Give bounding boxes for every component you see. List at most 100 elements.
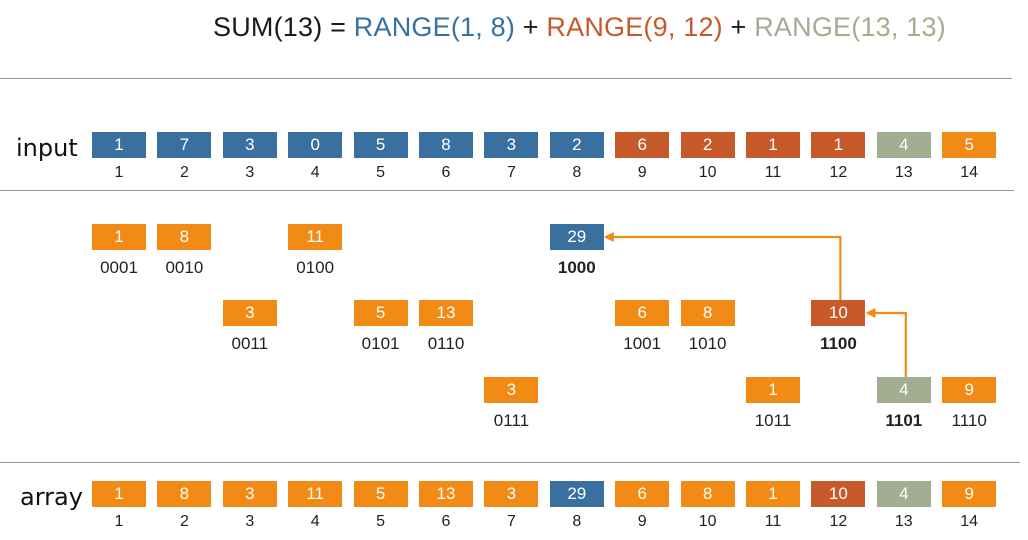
input-index: 11 bbox=[764, 164, 782, 181]
input-index: 5 bbox=[376, 164, 386, 181]
tree-node: 9 bbox=[942, 377, 997, 403]
input-index: 6 bbox=[441, 164, 451, 181]
sum-formula: SUM(13) = RANGE(1, 8) + RANGE(9, 12) + R… bbox=[213, 12, 946, 43]
input-index: 10 bbox=[698, 164, 717, 181]
formula-part: SUM(13) = bbox=[213, 12, 354, 42]
tree-node: 1 bbox=[746, 377, 800, 403]
input-cell: 0 bbox=[288, 132, 343, 158]
top-divider bbox=[0, 78, 1012, 79]
tree-node-binary: 1010 bbox=[688, 334, 727, 353]
array-index: 6 bbox=[441, 513, 451, 530]
tree-node: 3 bbox=[484, 377, 539, 403]
input-cell: 5 bbox=[942, 132, 997, 158]
array-index: 1 bbox=[114, 513, 124, 530]
array-index: 12 bbox=[829, 513, 848, 530]
tree-node: 29 bbox=[549, 224, 604, 250]
array-cell: 8 bbox=[157, 481, 212, 507]
array-cell: 8 bbox=[680, 481, 735, 507]
tree-node: 8 bbox=[157, 224, 212, 250]
array-index: 11 bbox=[764, 513, 782, 530]
tree-node-binary: 0101 bbox=[361, 334, 400, 353]
formula-part: + bbox=[515, 12, 547, 42]
input-cell: 2 bbox=[680, 132, 735, 158]
tree-node-binary: 1000 bbox=[557, 258, 596, 277]
array-index: 7 bbox=[506, 513, 516, 530]
input-index: 13 bbox=[894, 164, 913, 181]
array-cell: 1 bbox=[92, 481, 146, 507]
input-row-label: input bbox=[16, 134, 78, 162]
input-cell: 3 bbox=[222, 132, 277, 158]
array-cell: 9 bbox=[942, 481, 997, 507]
tree-node: 11 bbox=[288, 224, 343, 250]
input-index: 3 bbox=[245, 164, 255, 181]
input-index: 2 bbox=[179, 164, 189, 181]
tree-node: 4 bbox=[876, 377, 931, 403]
formula-part: RANGE(9, 12) bbox=[546, 12, 723, 42]
array-index: 8 bbox=[572, 513, 582, 530]
input-index: 14 bbox=[960, 164, 979, 181]
array-index: 4 bbox=[310, 513, 320, 530]
array-cell: 5 bbox=[353, 481, 408, 507]
tree-node-binary: 0011 bbox=[231, 334, 269, 353]
formula-part: RANGE(1, 8) bbox=[353, 12, 516, 42]
tree-node-binary: 1001 bbox=[623, 334, 662, 353]
input-cell: 7 bbox=[157, 132, 212, 158]
tree-node-binary: 1110 bbox=[951, 411, 987, 430]
input-index: 9 bbox=[637, 164, 647, 181]
array-cell: 3 bbox=[222, 481, 277, 507]
input-index: 8 bbox=[572, 164, 582, 181]
array-index: 3 bbox=[245, 513, 255, 530]
input-cell: 1 bbox=[746, 132, 800, 158]
input-cell: 2 bbox=[549, 132, 604, 158]
tree-node: 10 bbox=[811, 300, 866, 326]
update-arrow bbox=[865, 308, 907, 377]
array-cell: 29 bbox=[549, 481, 604, 507]
input-cell: 5 bbox=[353, 132, 408, 158]
tree-node-binary: 1100 bbox=[819, 334, 857, 353]
input-cell: 6 bbox=[615, 132, 670, 158]
tree-node-binary: 0010 bbox=[165, 258, 204, 277]
array-index: 14 bbox=[960, 513, 979, 530]
array-divider bbox=[0, 462, 1020, 463]
input-index: 1 bbox=[114, 164, 124, 181]
input-cell: 3 bbox=[484, 132, 539, 158]
array-index: 5 bbox=[376, 513, 386, 530]
tree-node-binary: 0100 bbox=[296, 258, 335, 277]
tree-node: 3 bbox=[222, 300, 277, 326]
formula-part: + bbox=[722, 12, 755, 42]
input-cell: 1 bbox=[92, 132, 146, 158]
tree-node-binary: 0110 bbox=[427, 334, 465, 353]
array-index: 10 bbox=[698, 513, 717, 530]
input-index: 4 bbox=[310, 164, 320, 181]
tree-node-binary: 0111 bbox=[493, 411, 530, 430]
array-cell: 1 bbox=[746, 481, 800, 507]
tree-node: 6 bbox=[615, 300, 670, 326]
tree-node: 5 bbox=[353, 300, 408, 326]
tree-node: 1 bbox=[92, 224, 146, 250]
input-cell: 4 bbox=[876, 132, 931, 158]
tree-node-binary: 1101 bbox=[885, 411, 923, 430]
input-index: 7 bbox=[506, 164, 516, 181]
tree-node: 13 bbox=[419, 300, 473, 326]
array-cell: 11 bbox=[288, 481, 343, 507]
update-arrow bbox=[603, 232, 842, 300]
array-cell: 10 bbox=[811, 481, 866, 507]
tree-node: 8 bbox=[680, 300, 735, 326]
array-index: 9 bbox=[637, 513, 647, 530]
tree-node-binary: 0001 bbox=[100, 258, 138, 277]
input-cell: 1 bbox=[811, 132, 866, 158]
tree-node-binary: 1011 bbox=[754, 411, 792, 430]
array-cell: 6 bbox=[615, 481, 670, 507]
array-row-label: array bbox=[20, 483, 83, 511]
array-cell: 4 bbox=[876, 481, 931, 507]
array-cell: 13 bbox=[419, 481, 473, 507]
array-index: 13 bbox=[894, 513, 913, 530]
input-cell: 8 bbox=[419, 132, 473, 158]
array-cell: 3 bbox=[484, 481, 539, 507]
formula-part: RANGE(13, 13) bbox=[754, 12, 946, 42]
input-divider bbox=[0, 190, 1014, 191]
input-index: 12 bbox=[829, 164, 848, 181]
array-index: 2 bbox=[179, 513, 189, 530]
